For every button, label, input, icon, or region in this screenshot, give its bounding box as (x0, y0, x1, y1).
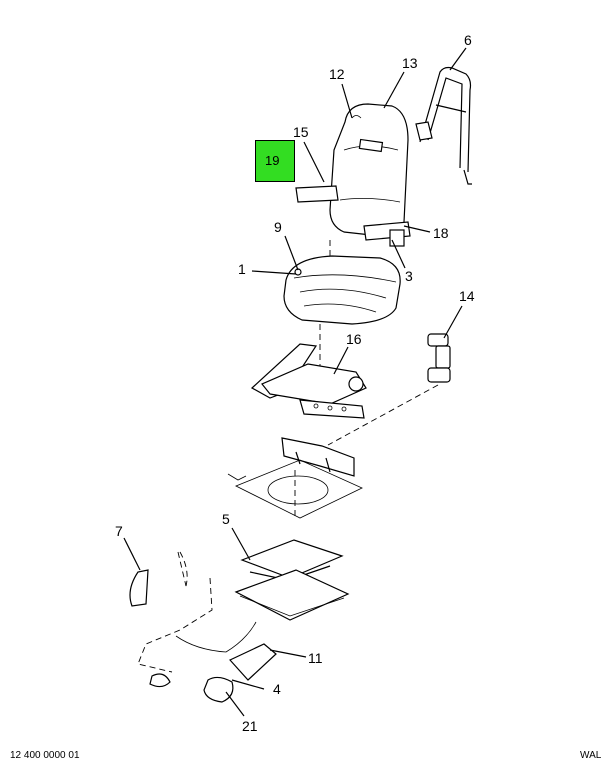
footer-code-right: WAL (580, 750, 602, 761)
callout-5: 5 (222, 511, 230, 527)
suspension-cover (129, 551, 188, 607)
callout-12: 12 (329, 66, 345, 82)
callout-3: 3 (405, 268, 413, 284)
swivel-base-plate (227, 459, 363, 519)
seat-backrest (329, 103, 409, 237)
callout-16: 16 (346, 331, 362, 347)
highlighted-callout-19[interactable]: 19 (255, 140, 295, 182)
mounting-bracket (281, 437, 355, 477)
callout-4: 4 (273, 681, 281, 697)
callout-18: 18 (433, 225, 449, 241)
callout-11: 11 (308, 650, 323, 666)
callout-1: 1 (238, 261, 246, 277)
shock-absorber (427, 333, 451, 383)
grab-handle-frame (415, 66, 472, 185)
callout-13: 13 (402, 55, 418, 71)
callout-21: 21 (242, 718, 258, 734)
footer-code-left: 12 400 0000 01 (10, 750, 80, 761)
callout-14: 14 (459, 288, 475, 304)
callout-7: 7 (115, 523, 123, 539)
callout-15: 15 (293, 124, 309, 140)
cable-assembly (137, 577, 257, 688)
callout-6: 6 (464, 32, 472, 48)
callout-9: 9 (274, 219, 282, 235)
seat-slider-frame (250, 343, 367, 419)
seat-cushion (283, 255, 401, 325)
control-lever (203, 643, 277, 703)
suspension-scissor (234, 539, 350, 621)
armrests (295, 185, 411, 247)
leader-lines (123, 47, 467, 717)
callout-19-label: 19 (265, 153, 280, 168)
